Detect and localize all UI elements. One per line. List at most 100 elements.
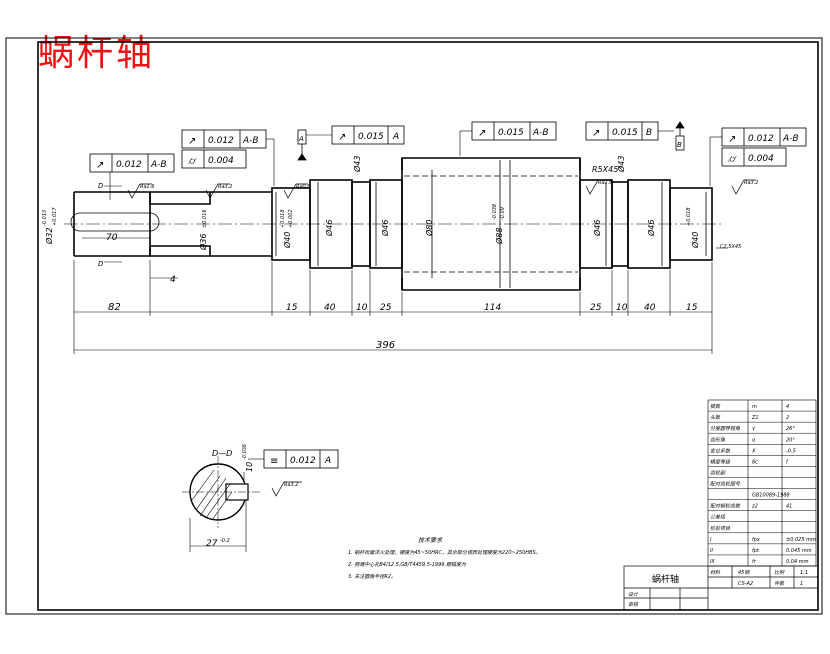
roughness-4: Ra1.6 (598, 180, 613, 186)
fcf-6 (709, 127, 807, 186)
roughness-symbols (127, 179, 756, 497)
section-title: D—D (212, 449, 232, 458)
tech-req-line-2: 2. 两端中心孔B4/12.5,GB/T4459.5-1999,粗糙度为 (348, 561, 467, 568)
fcf-section-datum: A (324, 456, 331, 466)
fcf-4-datum: A-B (532, 128, 549, 138)
datum-labels: A B (298, 135, 682, 149)
parameter-cell: 头数 (710, 414, 721, 421)
title-block-name: 蜗杆轴 (652, 573, 679, 585)
fcf-section-value: 0.012 (290, 456, 316, 466)
dim-82: 82 (108, 302, 121, 313)
dim-15-left: 15 (286, 303, 298, 313)
fcf-1-symbol: ↗ (96, 160, 104, 171)
section-depth-tol: -0.2 (220, 538, 230, 544)
fcf-1 (89, 153, 175, 200)
dim-40-right: 40 (644, 303, 656, 313)
section-key-width: 10 (245, 462, 254, 472)
parameter-cell: 配对蜗轮齿数 (710, 503, 741, 510)
chamfer-right-label: C2.5X45 (720, 244, 741, 250)
dia-left-end-tol: -0.013 (42, 210, 48, 226)
dim-114: 114 (484, 303, 501, 313)
dia-46-b: Ø46 (380, 220, 390, 237)
parameter-cell: 20° (786, 437, 795, 443)
tech-req-line-3: 3. 未注圆角半径R2。 (348, 573, 396, 580)
roughness-2: Ra3.2 (218, 184, 233, 190)
fcf-2b-symbol: ⌭ (188, 156, 197, 167)
dia-seal-tol: ±0.016 (202, 209, 208, 228)
horizontal-dimensions (73, 237, 713, 354)
title-block-drawing-no: CS-A2 (738, 581, 753, 587)
parameter-cell: II (710, 548, 713, 554)
dia-bearing-right: Ø40 (690, 232, 700, 249)
dia-left-end-tol2: +0.017 (52, 207, 58, 226)
parameter-cell: 分度圆导程角 (710, 425, 741, 432)
fcf-2 (181, 129, 275, 186)
parameter-cell: Z1 (751, 415, 759, 421)
parameter-cell: 公差组 (710, 514, 726, 521)
parameter-cell: 41 (786, 504, 792, 510)
fcf-3-symbol: ↗ (338, 132, 346, 143)
section-view (182, 449, 339, 552)
fcf-section-symbol: ≡ (270, 456, 278, 467)
parameter-cell: α (752, 437, 756, 443)
parameter-cell: GB10089-1988 (752, 493, 790, 499)
dim-396: 396 (376, 340, 395, 351)
fcf-3-datum: A (392, 132, 399, 142)
parameter-cell: I (710, 537, 712, 543)
dia-80: Ø80 (424, 220, 434, 237)
dim-40-left: 40 (324, 303, 336, 313)
fcf-2-value: 0.012 (208, 136, 234, 146)
fcf-1-datum: A-B (150, 160, 167, 170)
dim-25-left: 25 (380, 303, 392, 313)
parameter-cell: 2 (786, 415, 789, 421)
fcf-texts: ↗ 0.012 A-B ↗ 0.012 A-B ⌭ 0.004 ↗ 0.015 … (96, 128, 799, 171)
dia-46-d: Ø46 (646, 220, 656, 237)
parameter-cell: 26° (786, 426, 795, 432)
parameter-cell: fr (752, 559, 757, 565)
section-key-width-tol: -0.036 (242, 444, 248, 460)
parameter-cell: z2 (751, 504, 758, 510)
parameter-cell: 齿形角 (710, 436, 726, 443)
roughness-3: Ra0.8 (296, 184, 311, 190)
dia-seal: Ø36 (198, 234, 208, 251)
parameter-cell: -0.5 (786, 448, 796, 454)
fcf-4-value: 0.015 (498, 128, 524, 138)
fcf-1-value: 0.012 (116, 160, 142, 170)
parameter-cell: m (752, 404, 757, 410)
fcf-5 (585, 121, 674, 141)
dia-46-a: Ø46 (324, 220, 334, 237)
fcf-3 (306, 125, 405, 145)
parameter-cell: 0.04 mm (786, 559, 809, 565)
parameter-cell: fpx (752, 537, 760, 543)
dimension-labels: 82 15 40 10 25 114 25 10 40 15 396 70 4 … (42, 156, 741, 351)
fcf-2-datum: A-B (242, 136, 259, 146)
title-block (623, 565, 819, 611)
parameter-cell: fpt (752, 548, 760, 554)
roughness-6: Ra3.2 (284, 482, 299, 488)
fcf-5-datum: B (646, 128, 652, 138)
section-cut-lines (104, 185, 728, 263)
parameter-cell: 0.045 mm (786, 548, 812, 554)
fcf-6-datum: A-B (782, 134, 799, 144)
fcf-5-symbol: ↗ (592, 128, 600, 139)
parameter-cell: f (786, 459, 789, 465)
datum-d-top: D (98, 182, 104, 190)
parameter-cell: 配对齿轮图号 (710, 481, 741, 488)
dia-88-tol2: -0.09 (500, 207, 506, 220)
tech-req-line-1: 1. 蜗杆齿面淬火处理，硬度为45~50HRC，其余部分调质处理硬度为220~2… (348, 549, 541, 556)
title-block-qty: 1 (800, 581, 803, 587)
dia-43-right: Ø43 (616, 156, 626, 173)
fcf-2-symbol: ↗ (188, 136, 196, 147)
fcf-2b-value: 0.004 (208, 156, 234, 166)
parameter-cell: γ (752, 426, 756, 432)
title-block-ratio: 1:1 (800, 570, 808, 576)
chamfer-label: R5X45° (592, 165, 622, 174)
datum-b-label: B (677, 141, 682, 149)
roughness-1: Ra1.6 (140, 184, 155, 190)
fcf-4-symbol: ↗ (478, 128, 486, 139)
title-block-checker: 审核 (628, 601, 639, 608)
dia-bearing-tol2: +0.002 (288, 209, 294, 228)
roughness-5: Ra3.2 (744, 180, 759, 186)
